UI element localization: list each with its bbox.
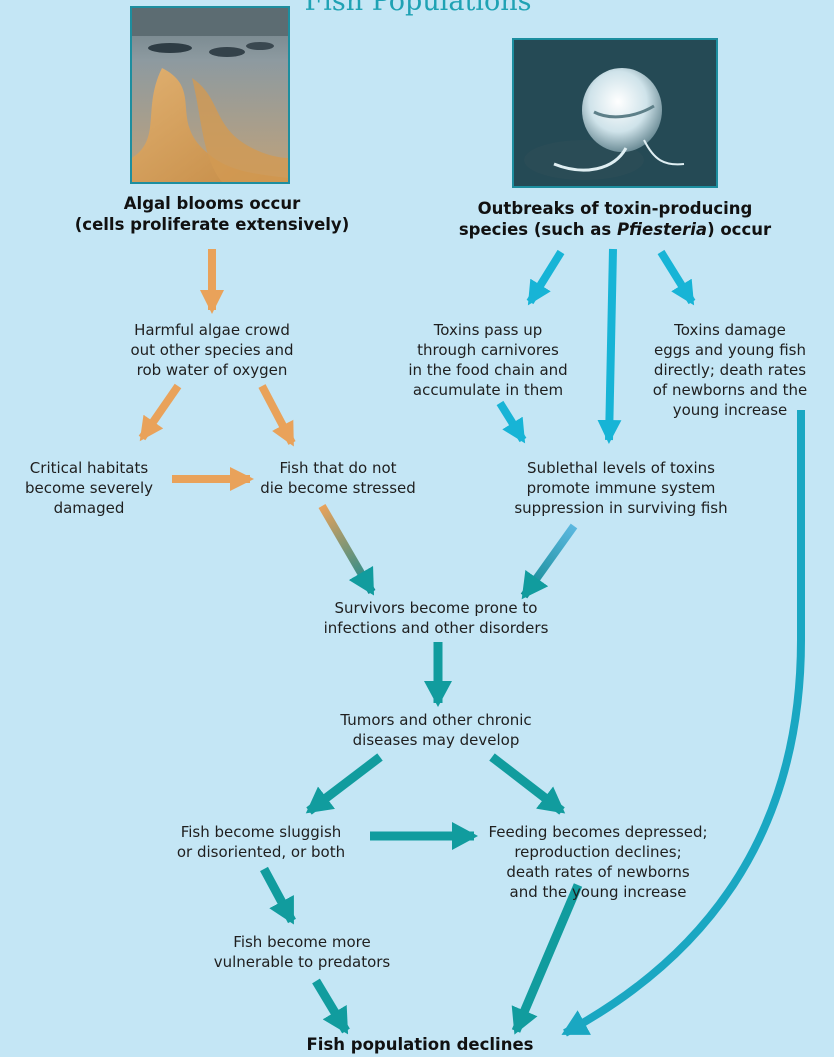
node-declines: Fish population declines <box>290 1034 550 1055</box>
node-line: reproduction declines; <box>514 843 682 861</box>
algal-bloom-photo <box>130 6 290 184</box>
node-feeding: Feeding becomes depressed; reproduction … <box>476 822 720 902</box>
node-line: die become stressed <box>260 479 416 497</box>
node-toxin-outbreaks: Outbreaks of toxin-producing species (su… <box>440 198 790 240</box>
arrow-sluggish-to-vulnerable <box>260 866 296 925</box>
node-critical-habitats: Critical habitats become severely damage… <box>12 458 166 518</box>
arrow-tumors-to-sluggish <box>305 753 383 815</box>
node-line: species (such as Pfiesteria) occur <box>440 219 790 240</box>
node-survivors: Survivors become prone to infections and… <box>302 598 570 638</box>
species-name: Pfiesteria <box>616 220 708 239</box>
node-line: vulnerable to predators <box>213 953 391 971</box>
node-line: suppression in surviving fish <box>514 499 728 517</box>
node-line: promote immune system <box>526 479 716 497</box>
arrow-tumors-to-feeding <box>489 753 566 815</box>
node-line: damaged <box>53 499 125 517</box>
species-prefix: species (such as <box>458 220 617 239</box>
node-fish-stressed: Fish that do not die become stressed <box>246 458 430 498</box>
node-line: through carnivores <box>417 341 559 359</box>
arrow-toxins-pass-to-sublethal <box>496 400 527 444</box>
arrow-harmful-to-stressed <box>258 384 296 447</box>
node-line: Sublethal levels of toxins <box>527 459 715 477</box>
node-line: directly; death rates <box>653 361 807 379</box>
node-line: eggs and young fish <box>654 341 806 359</box>
node-line: infections and other disorders <box>323 619 549 637</box>
node-line: death rates of newborns <box>506 863 690 881</box>
arrow-stressed-to-survivors <box>318 503 376 596</box>
arrow-outbreak-to-toxins-damage <box>657 249 696 306</box>
diagram-title: Fish Populations <box>304 0 532 17</box>
node-line: become severely <box>24 479 154 497</box>
node-line: of newborns and the <box>652 381 808 399</box>
node-line: rob water of oxygen <box>136 361 288 379</box>
pfiesteria-microscope-photo <box>512 38 718 188</box>
arrow-vulnerable-to-declines <box>312 978 350 1035</box>
node-sluggish: Fish become sluggish or disoriented, or … <box>156 822 366 862</box>
node-harmful-algae: Harmful algae crowd out other species an… <box>112 320 312 380</box>
node-line: Outbreaks of toxin-producing <box>477 199 753 218</box>
node-line: Algal blooms occur <box>123 194 301 213</box>
node-line: Fish become sluggish <box>180 823 342 841</box>
node-line: Toxins pass up <box>433 321 543 339</box>
arrow-outbreak-to-toxins-pass <box>526 249 565 306</box>
node-line: Survivors become prone to <box>334 599 538 617</box>
node-toxins-damage: Toxins damage eggs and young fish direct… <box>640 320 820 420</box>
node-line: diseases may develop <box>352 731 520 749</box>
node-line: young increase <box>672 401 788 419</box>
node-line: out other species and <box>130 341 294 359</box>
node-line: Tumors and other chronic <box>340 711 532 729</box>
node-tumors: Tumors and other chronic diseases may de… <box>318 710 554 750</box>
node-line: accumulate in them <box>412 381 564 399</box>
node-line: in the food chain and <box>408 361 568 379</box>
node-sublethal: Sublethal levels of toxins promote immun… <box>490 458 752 518</box>
node-algal-blooms: Algal blooms occur (cells proliferate ex… <box>72 193 352 235</box>
node-line: Fish that do not <box>279 459 397 477</box>
node-line: Fish become more <box>233 933 371 951</box>
node-line: or disoriented, or both <box>176 843 346 861</box>
arrow-harmful-to-habitats <box>138 383 182 442</box>
node-line: and the young increase <box>509 883 687 901</box>
node-toxins-pass: Toxins pass up through carnivores in the… <box>400 320 576 400</box>
arrow-outbreak-to-sublethal <box>597 248 622 444</box>
arrow-feeding-to-declines <box>511 883 583 1035</box>
node-line: Fish population declines <box>306 1035 534 1054</box>
arrow-sublethal-to-survivors <box>520 523 578 600</box>
species-suffix: ) occur <box>707 220 772 239</box>
node-vulnerable: Fish become more vulnerable to predators <box>204 932 400 972</box>
arrow-toxins-damage-to-declines <box>561 410 805 1037</box>
node-line: Feeding becomes depressed; <box>488 823 708 841</box>
node-line: (cells proliferate extensively) <box>74 215 350 234</box>
node-line: Toxins damage <box>674 321 786 339</box>
node-line: Harmful algae crowd <box>134 321 290 339</box>
node-line: Critical habitats <box>29 459 149 477</box>
